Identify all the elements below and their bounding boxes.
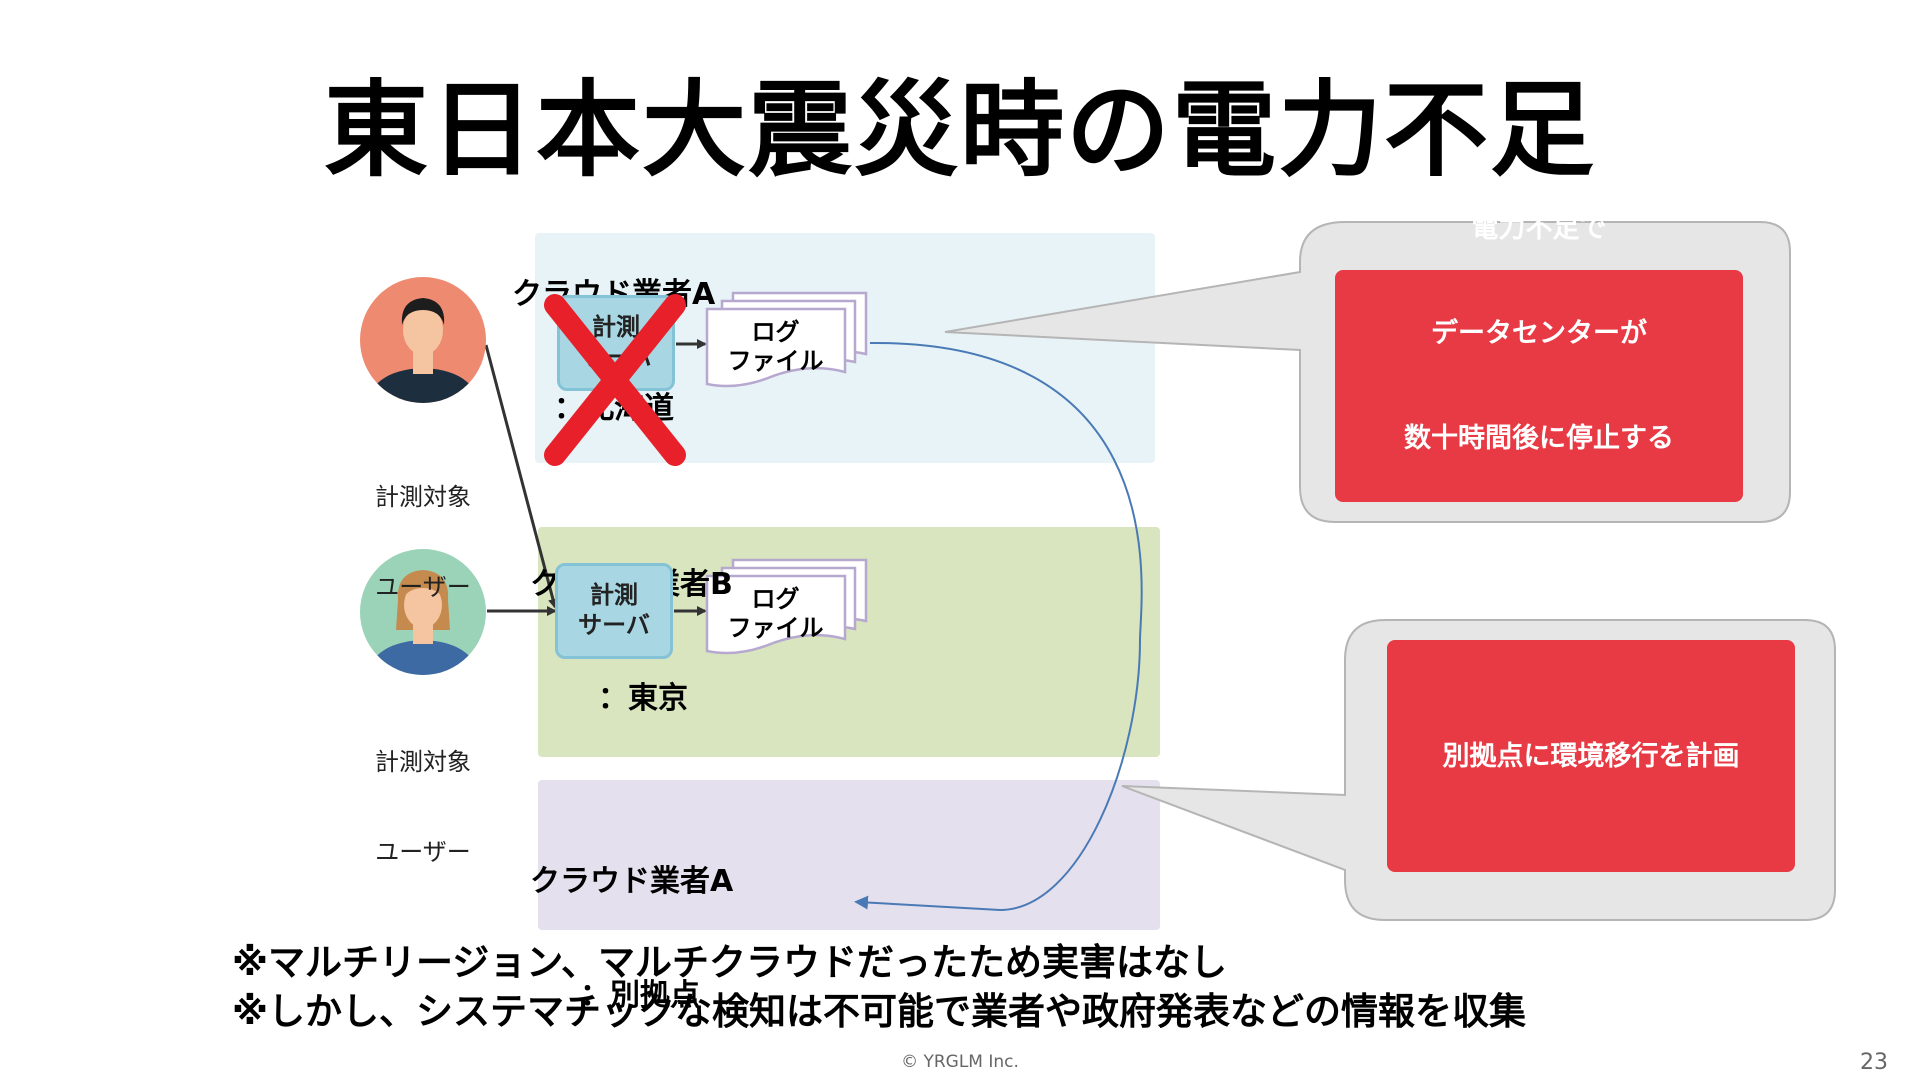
slide-title: 東日本大震災時の電力不足 [323,69,1596,191]
copyright-text: © YRGLM Inc. [901,1052,1019,1072]
user1-line1: 計測対象 [375,483,471,511]
callout-migration-plan: 別拠点に環境移行を計画 [1387,640,1795,872]
provider-c-name: クラウド業者A [530,864,734,899]
provider-a-alternate-zone [538,780,1160,930]
user2-line2: ユーザー [375,838,471,866]
server-b-line1: 計測 [590,581,638,609]
male-user-avatar-icon [360,277,486,403]
log-b-line2: ファイル [727,614,824,642]
arrow-user1-to-server-b [484,344,558,609]
callout-power-line4: アナウンス [1472,528,1606,559]
measurement-server-b: 計測 サーバ [555,563,673,659]
footnote-1: ※マルチリージョン、マルチクラウドだったため実害はなし [232,941,1228,984]
measurement-server-a: 計測 サーバ [557,295,675,391]
log-a-line1: ログ [751,318,800,346]
page-number: 23 [1860,1050,1888,1075]
callout-migration-text: 別拠点に環境移行を計画 [1442,740,1740,772]
user1-label: 計測対象 ユーザー [353,422,493,632]
server-a-line2: サーバ [580,343,652,371]
callout-power-line2: データセンターが [1431,318,1647,349]
user2-line1: 計測対象 [375,748,471,776]
female-user-avatar-icon [360,549,486,675]
user1-line2: ユーザー [375,573,471,601]
log-a-line2: ファイル [727,347,824,375]
callout-power-line1: 電力不足で [1471,213,1607,244]
server-b-line2: サーバ [578,611,650,639]
log-file-a-label: ログ ファイル [708,318,843,376]
provider-c-location: ：別拠点 [580,978,700,1013]
provider-c-label: クラウド業者A ：別拠点 [530,787,733,1053]
migration-arrow [854,341,1143,912]
log-file-b-label: ログ ファイル [708,585,843,643]
callout-power-text: 電力不足で データセンターが 数十時間後に停止する アナウンス [1404,141,1674,631]
provider-b-location: ：東京 [598,681,688,716]
footnote-2: ※しかし、システマチックな検知は不可能で業者や政府発表などの情報を収集 [232,990,1526,1033]
log-stack-b [705,558,868,655]
log-b-line1: ログ [751,585,800,613]
callout-power-line3: 数十時間後に停止する [1404,423,1674,454]
log-stack-a [705,291,868,388]
provider-a-location: ：北海道 [554,391,674,426]
callout-power-shortage: 電力不足で データセンターが 数十時間後に停止する アナウンス [1335,213,1743,559]
server-a-line1: 計測 [592,313,640,341]
user2-label: 計測対象 ユーザー [353,687,493,897]
